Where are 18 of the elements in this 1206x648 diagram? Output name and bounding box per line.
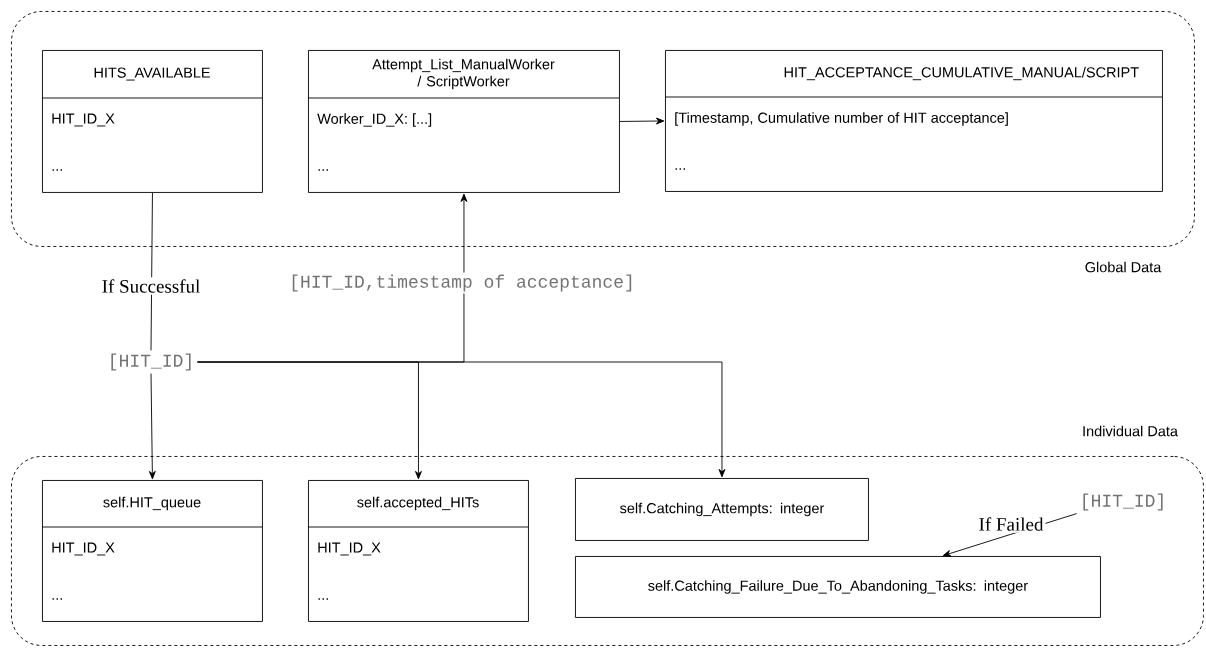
- arrow: [148, 373, 156, 480]
- edge-label: If Failed: [976, 515, 1046, 533]
- table-box: HITS_AVAILABLE HIT_ID_X ...: [41, 50, 263, 193]
- arrow: [196, 193, 468, 363]
- table-box: HIT_ACCEPTANCE_CUMULATIVE_MANUAL/SCRIPT [Timestamp, Cumulative number of HIT acceptance] ...: [664, 50, 1163, 192]
- edge-label: [HIT_ID,timestamp of acceptance]: [287, 272, 637, 294]
- field-box: self.Catching_Attempts: integer: [575, 478, 869, 541]
- node-label: Global Data: [1085, 261, 1162, 273]
- table-box: self.HIT_queue HIT_ID_X ...: [41, 480, 263, 622]
- connector-line: [150, 192, 153, 351]
- code-label: [HIT_ID]: [1083, 493, 1163, 511]
- arrow: [619, 117, 665, 125]
- code-label: [HIT_ID]: [111, 353, 191, 371]
- edge-label: If Successful: [99, 277, 203, 295]
- table-box: Attempt_List_ManualWorker / ScriptWorker Worker_ID_X: [...] ...: [307, 50, 620, 193]
- field-box: self.Catching_Failure_Due_To_Abandoning_Tasks: integer: [575, 556, 1101, 618]
- node-label: Individual Data: [1083, 425, 1178, 437]
- table-box: self.accepted_HITs HIT_ID_X ...: [307, 480, 529, 622]
